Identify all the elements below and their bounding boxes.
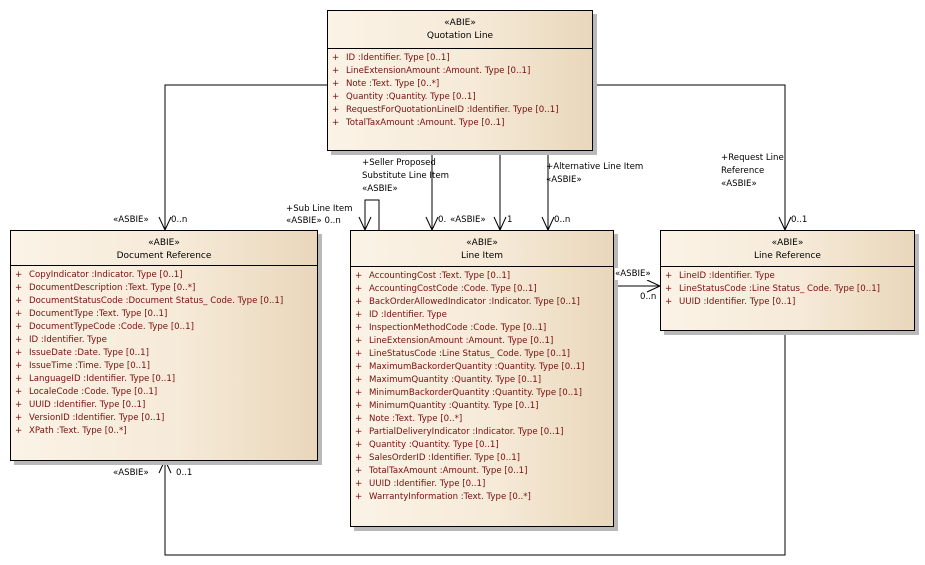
attribute-row: +AccountingCostCode :Code. Type [0..1] [355, 284, 537, 294]
attribute-row: +Quantity :Quantity. Type [0..1] [355, 440, 499, 450]
attribute-row: +Quantity :Quantity. Type [0..1] [332, 92, 476, 102]
lineref-docref-stereotype: «ASBIE» [113, 468, 149, 478]
stereotype: «ABIE» [466, 238, 498, 248]
attribute-row: +AccountingCost :Text. Type [0..1] [355, 271, 511, 281]
attribute-row: +TotalTaxAmount :Amount. Type [0..1] [355, 466, 528, 476]
attribute-row: +DocumentType :Text. Type [0..1] [15, 309, 168, 319]
lineitem-lineref-stereotype: «ASBIE» [615, 268, 651, 280]
attribute-row: +Note :Text. Type [0..*] [332, 79, 440, 89]
class-name: Line Item [460, 251, 504, 261]
attribute-row: +InspectionMethodCode :Code. Type [0..1] [355, 323, 547, 333]
link-request-line-ref [592, 84, 786, 230]
attribute-row: +LineStatusCode :Line Status_ Code. Type… [665, 284, 881, 294]
alternative-stereotype: «ASBIE» [546, 175, 582, 185]
attribute-row: +Note :Text. Type [0..*] [355, 414, 463, 424]
attribute-row: +UUID :Identifier. Type [0..1] [15, 400, 146, 410]
attribute-row: +DocumentTypeCode :Code. Type [0..1] [15, 322, 194, 332]
attribute-row: +TotalTaxAmount :Amount. Type [0..1] [332, 118, 505, 128]
alternative-role: +Alternative Line Item [546, 162, 644, 172]
ql-docref-stereotype: «ASBIE» [113, 215, 149, 225]
lineitem-lineref-multiplicity: 0..n [640, 292, 657, 302]
attribute-row: +ID :Identifier. Type [15, 335, 107, 345]
attribute-row: +XPath :Text. Type [0..*] [15, 426, 127, 436]
class-header: «ABIE» Quotation Line [328, 11, 592, 49]
link-lineref-docref [164, 330, 786, 556]
ql-lineitem-stereotype: «ASBIE» [450, 215, 486, 225]
seller-proposed-role-cont: Substitute Line Item [362, 171, 449, 181]
attribute-row: +RequestForQuotationLineID :Identifier. … [332, 105, 559, 115]
lineref-docref-multiplicity: 0..1 [176, 468, 193, 478]
class-line-reference[interactable]: «ABIE» Line Reference +LineID :Identifie… [660, 230, 915, 331]
attribute-row: +SalesOrderID :Identifier. Type [0..1] [355, 453, 521, 463]
attribute-row: +UUID :Identifier. Type [0..1] [665, 297, 796, 307]
class-line-item[interactable]: «ABIE» Line Item +AccountingCost :Text. … [350, 230, 614, 527]
attribute-row: +IssueDate :Date. Type [0..1] [15, 348, 149, 358]
class-quotation-line[interactable]: «ABIE» Quotation Line +ID :Identifier. T… [327, 10, 593, 151]
request-line-ref-stereotype: «ASBIE» [721, 179, 757, 189]
ql-docref-multiplicity: 0..n [171, 215, 188, 225]
class-header: «ABIE» Line Item [351, 231, 613, 267]
class-name: Quotation Line [426, 31, 494, 41]
attribute-row: +LineID :Identifier. Type [665, 271, 775, 281]
attribute-row: +MinimumBackorderQuantity :Quantity. Typ… [355, 388, 583, 398]
sub-line-item-stereotype: «ASBIE» 0..n [286, 216, 341, 226]
request-line-ref-role: +Request Line [721, 153, 784, 163]
attribute-row: +ID :Identifier. Type [355, 310, 447, 320]
attribute-row: +LineStatusCode :Line Status_ Code. Type… [355, 349, 571, 359]
attribute-row: +DocumentDescription :Text. Type [0..*] [15, 283, 196, 293]
attribute-row: +LocaleCode :Code. Type [0..1] [15, 387, 158, 397]
seller-proposed-multiplicity: 0. [438, 215, 447, 225]
attribute-row: +WarrantyInformation :Text. Type [0..*] [355, 492, 531, 502]
class-header: «ABIE» Document Reference [11, 231, 317, 266]
stereotype: «ABIE» [148, 238, 180, 248]
attribute-row: +UUID :Identifier. Type [0..1] [355, 479, 486, 489]
class-name: Line Reference [754, 251, 821, 261]
attribute-row: +BackOrderAllowedIndicator :Indicator. T… [355, 297, 580, 307]
stereotype: «ABIE» [444, 18, 476, 28]
request-line-ref-role-cont: Reference [721, 166, 765, 176]
attribute-row: +PartialDeliveryIndicator :Indicator. Ty… [355, 427, 564, 437]
attribute-row: +CopyIndicator :Indicator. Type [0..1] [15, 270, 183, 280]
attribute-row: +VersionID :Identifier. Type [0..1] [15, 413, 165, 423]
link-sub-line-item [364, 199, 380, 230]
attribute-list: +CopyIndicator :Indicator. Type [0..1] +… [11, 266, 317, 438]
link-ql-docref [164, 84, 327, 230]
attribute-row: +DocumentStatusCode :Document Status_ Co… [15, 296, 284, 306]
class-header: «ABIE» Line Reference [661, 231, 914, 267]
seller-proposed-stereotype: «ASBIE» [362, 184, 398, 194]
attribute-row: +IssueTime :Time. Type [0..1] [15, 361, 150, 371]
attribute-list: +AccountingCost :Text. Type [0..1] +Acco… [351, 267, 613, 504]
attribute-list: +ID :Identifier. Type [0..1] +LineExtens… [328, 49, 592, 130]
attribute-row: +MaximumQuantity :Quantity. Type [0..1] [355, 375, 542, 385]
request-line-ref-multiplicity: 0..1 [791, 215, 808, 225]
alternative-multiplicity: 0..n [554, 215, 571, 225]
class-name: Document Reference [116, 251, 212, 261]
attribute-row: +MinimumQuantity :Quantity. Type [0..1] [355, 401, 539, 411]
attribute-list: +LineID :Identifier. Type +LineStatusCod… [661, 267, 914, 309]
stereotype: «ABIE» [771, 238, 804, 248]
attribute-row: +ID :Identifier. Type [0..1] [332, 53, 450, 63]
attribute-row: +MaximumBackorderQuantity :Quantity. Typ… [355, 362, 585, 372]
class-document-reference[interactable]: «ABIE» Document Reference +CopyIndicator… [10, 230, 318, 461]
attribute-row: +LanguageID :Identifier. Type [0..1] [15, 374, 176, 384]
ql-lineitem-multiplicity: 1 [507, 215, 513, 225]
attribute-row: +LineExtensionAmount :Amount. Type [0..1… [355, 336, 554, 346]
attribute-row: +LineExtensionAmount :Amount. Type [0..1… [332, 66, 531, 76]
sub-line-item-role: +Sub Line Item [286, 204, 353, 214]
seller-proposed-role: +Seller Proposed [362, 158, 436, 168]
